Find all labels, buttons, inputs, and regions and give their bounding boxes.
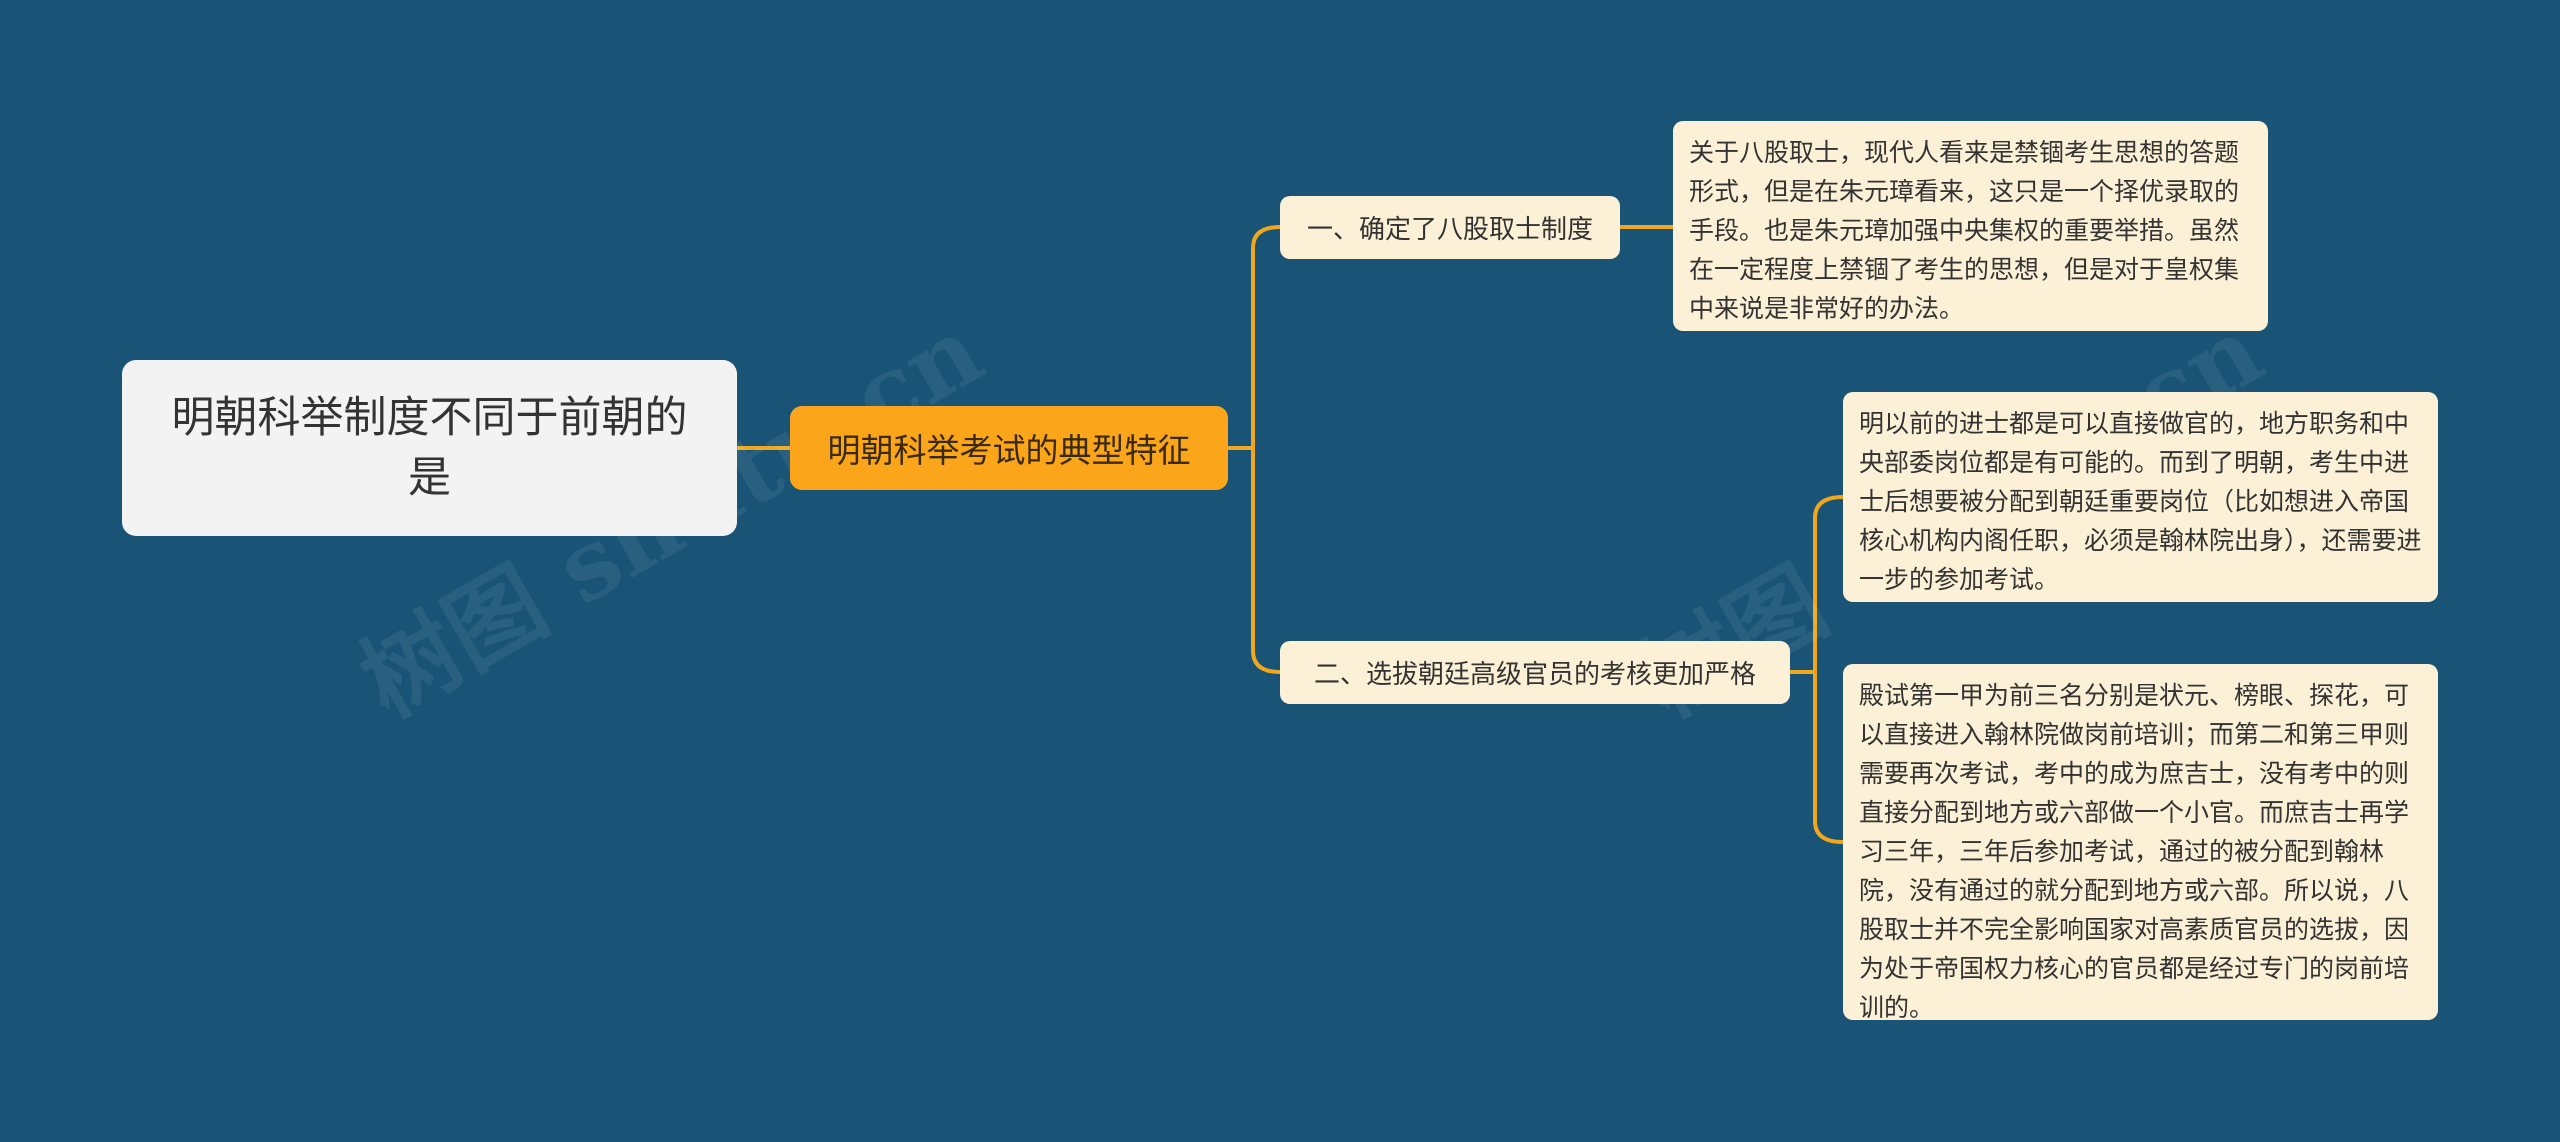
detail-node-2[interactable]: 明以前的进士都是可以直接做官的，地方职务和中央部委岗位都是有可能的。而到了明朝，… [1843,392,2438,602]
detail-node-1[interactable]: 关于八股取士，现代人看来是禁锢考生思想的答题形式，但是在朱元璋看来，这只是一个择… [1673,121,2268,331]
main-topic-text: 明朝科举考试的典型特征 [827,431,1191,470]
detail-text: 关于八股取士，现代人看来是禁锢考生思想的答题形式，但是在朱元璋看来，这只是一个择… [1689,138,2240,323]
branch-topic-label: 二、选拔朝廷高级官员的考核更加严格 [1313,660,1756,690]
branch-topic-label: 一、确定了八股取士制度 [1306,215,1593,245]
root-topic-text: 明朝科举制度不同于前朝的是 [171,393,688,503]
detail-text: 明以前的进士都是可以直接做官的，地方职务和中央部委岗位都是有可能的。而到了明朝，… [1859,409,2422,594]
branch-topic-1[interactable]: 一、确定了八股取士制度 [1280,196,1620,259]
connector-branch2-details [1790,495,1844,844]
connector-main-branches [1228,225,1281,674]
detail-text: 殿试第一甲为前三名分别是状元、榜眼、探花，可以直接进入翰林院做岗前培训；而第二和… [1859,681,2410,1022]
branch-topic-2[interactable]: 二、选拔朝廷高级官员的考核更加严格 [1280,641,1790,704]
main-topic[interactable]: 明朝科举考试的典型特征 [790,406,1228,490]
root-topic[interactable]: 明朝科举制度不同于前朝的是 [122,360,737,536]
detail-node-3[interactable]: 殿试第一甲为前三名分别是状元、榜眼、探花，可以直接进入翰林院做岗前培训；而第二和… [1843,664,2438,1022]
